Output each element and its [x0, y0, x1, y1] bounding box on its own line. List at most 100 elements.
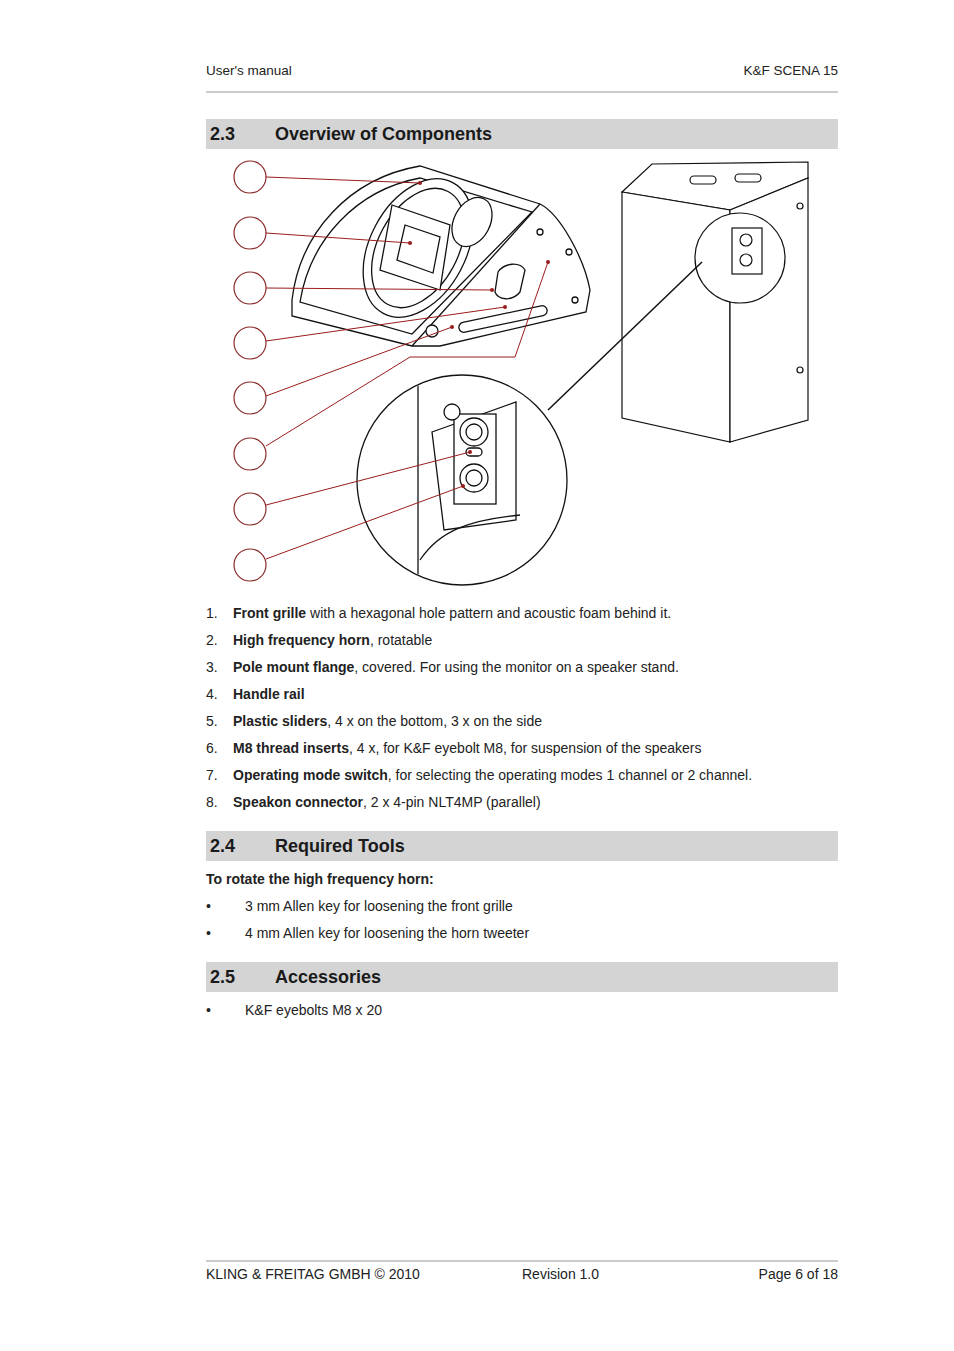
mode-switch — [466, 448, 482, 456]
horn — [380, 205, 450, 290]
leader-line — [266, 486, 463, 559]
body-text: , rotatable — [370, 632, 432, 648]
text-line: 7. — [206, 767, 218, 783]
zoom-line — [548, 262, 702, 410]
cabinet-handle — [735, 174, 761, 182]
leader-dot — [468, 450, 472, 454]
body-text: K&F eyebolts M8 x 20 — [245, 1002, 382, 1018]
zoom-circle — [357, 375, 567, 585]
thread-insert — [566, 249, 572, 255]
speakon — [460, 464, 488, 492]
part-name: Plastic sliders — [233, 713, 327, 729]
body-text: 7. — [206, 767, 218, 783]
callout-circle — [234, 493, 266, 525]
callout-circle — [234, 217, 266, 249]
leader-line — [266, 452, 470, 505]
woofer-ring — [353, 173, 484, 324]
body-text: • — [206, 925, 211, 941]
leader-line — [266, 327, 452, 396]
section-heading: Required Tools — [275, 835, 405, 857]
text-line: To rotate the high frequency horn: — [206, 871, 434, 887]
callout-circle — [234, 382, 266, 414]
text-line: Revision 1.0 — [522, 1266, 599, 1282]
text-line: • — [206, 898, 211, 914]
callout-circle — [234, 549, 266, 581]
body-text: K&F SCENA 15 — [743, 63, 838, 78]
body-text: with a hexagonal hole pattern and acoust… — [310, 605, 671, 621]
wedge-outline — [292, 166, 590, 346]
part-name: Front grille — [233, 605, 306, 621]
text-line: 6. — [206, 740, 218, 756]
footer-rule — [206, 1261, 838, 1262]
leader-line — [266, 307, 505, 341]
text-line: K&F SCENA 15 — [743, 63, 838, 79]
pole-mount — [495, 264, 525, 299]
leader-dots — [408, 181, 550, 488]
text-line: 5. — [206, 713, 218, 729]
callout-circle — [234, 438, 266, 470]
connector-panel — [732, 228, 762, 274]
woofer-ring — [341, 160, 495, 336]
callouts — [234, 161, 266, 581]
body-text: 5. — [206, 713, 218, 729]
edge — [420, 515, 520, 560]
thread-insert — [444, 404, 460, 420]
text-line: KLING & FREITAG GMBH © 2010 — [206, 1266, 420, 1282]
body-text: 6. — [206, 740, 218, 756]
body-text: , covered. For using the monitor on a sp… — [354, 659, 679, 675]
body-text: , 4 x, for K&F eyebolt M8, for suspensio… — [349, 740, 702, 756]
edge — [417, 372, 418, 600]
port — [444, 191, 500, 254]
part-name: M8 thread inserts — [233, 740, 349, 756]
text-line: Page 6 of 18 — [759, 1266, 838, 1282]
section-band: 2.5Accessories — [206, 962, 838, 992]
section-heading: Overview of Components — [275, 123, 492, 145]
thread-insert — [797, 367, 803, 373]
body-text: • — [206, 1002, 211, 1018]
recess — [432, 402, 516, 530]
text-line: Front grillewith a hexagonal hole patter… — [233, 605, 671, 621]
body-text: Revision 1.0 — [522, 1266, 599, 1282]
text-line: 2. — [206, 632, 218, 648]
section-band: 2.4Required Tools — [206, 831, 838, 861]
body-text: 4 mm Allen key for loosening the horn tw… — [245, 925, 529, 941]
connector — [740, 234, 752, 246]
monitor-wedge — [292, 160, 590, 346]
speakon — [460, 418, 488, 446]
body-text: • — [206, 898, 211, 914]
leader-dot — [490, 288, 494, 292]
callout-circle — [234, 327, 266, 359]
zoom-detail — [357, 372, 567, 600]
text-line: 4 mm Allen key for loosening the horn tw… — [245, 925, 529, 941]
leader-dot — [461, 484, 465, 488]
leader-line — [266, 233, 410, 243]
body-text: Page 6 of 18 — [759, 1266, 838, 1282]
text-line: Operating mode switch, for selecting the… — [233, 767, 752, 783]
text-line: 3. — [206, 659, 218, 675]
text-line: M8 thread inserts, 4 x, for K&F eyebolt … — [233, 740, 701, 756]
leaders — [266, 177, 548, 559]
section-number: 2.5 — [210, 966, 235, 988]
thread-insert — [797, 203, 803, 209]
part-name: Pole mount flange — [233, 659, 354, 675]
text-line: • — [206, 925, 211, 941]
text-line: User's manual — [206, 63, 292, 79]
speakon — [466, 424, 482, 440]
detail-circle — [695, 213, 785, 303]
callout-circle — [234, 161, 266, 193]
text-line: K&F eyebolts M8 x 20 — [245, 1002, 382, 1018]
leader-dot — [546, 260, 550, 264]
body-text: 2. — [206, 632, 218, 648]
monitor-cabinet — [622, 162, 808, 442]
body-text: , 2 x 4-pin NLT4MP (parallel) — [363, 794, 541, 810]
body-text: 1. — [206, 605, 218, 621]
body-text: 4. — [206, 686, 218, 702]
text-line: • — [206, 1002, 211, 1018]
connector — [740, 254, 752, 266]
horn-throat — [397, 225, 440, 273]
body-text: 3. — [206, 659, 218, 675]
speakon — [466, 470, 482, 486]
leader-dot — [408, 241, 412, 245]
leader-dot — [418, 181, 422, 185]
